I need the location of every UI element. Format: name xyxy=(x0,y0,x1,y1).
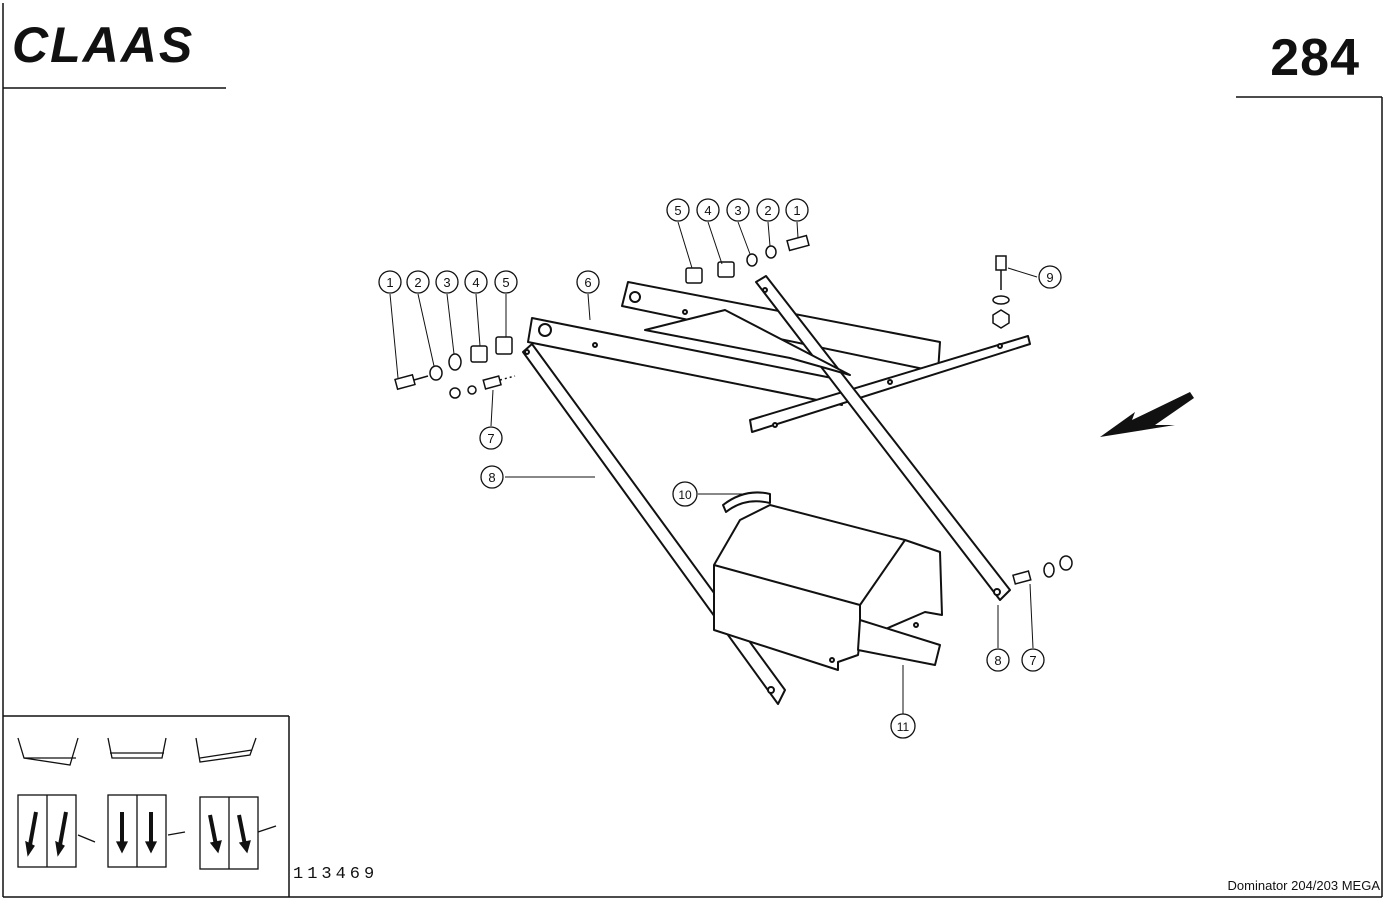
callout-7: 7 xyxy=(479,426,503,450)
callout-9: 9 xyxy=(1038,265,1062,289)
svg-text:8: 8 xyxy=(994,653,1001,668)
svg-text:9: 9 xyxy=(1046,270,1053,285)
svg-text:6: 6 xyxy=(584,275,591,290)
svg-text:2: 2 xyxy=(414,275,421,290)
frame xyxy=(2,3,1383,898)
callout-1: 1 xyxy=(785,198,809,222)
travel-direction-arrow xyxy=(1100,392,1194,437)
svg-text:4: 4 xyxy=(472,275,479,290)
callout-4: 4 xyxy=(464,270,488,294)
svg-text:11: 11 xyxy=(897,720,910,734)
callout-11: 11 xyxy=(890,713,916,739)
cover-hood xyxy=(713,491,943,671)
callout-3: 3 xyxy=(726,198,750,222)
hardware-right xyxy=(992,255,1073,585)
callouts: 1 2 3 4 5 6 7 8 5 4 3 2 1 9 10 8 7 11 xyxy=(378,198,1062,739)
svg-text:1: 1 xyxy=(386,275,393,290)
leader-lines xyxy=(389,221,1038,714)
callout-8: 8 xyxy=(480,465,504,489)
svg-text:5: 5 xyxy=(674,203,681,218)
reference-number: 113469 xyxy=(293,865,379,884)
svg-text:4: 4 xyxy=(704,203,711,218)
variant-icon-1 xyxy=(17,737,96,868)
model-label: Dominator 204/203 MEGA xyxy=(1227,878,1380,893)
variant-legend xyxy=(17,737,277,870)
svg-text:3: 3 xyxy=(734,203,741,218)
svg-text:3: 3 xyxy=(443,275,450,290)
callout-5: 5 xyxy=(666,198,690,222)
svg-text:7: 7 xyxy=(1029,653,1036,668)
hardware-left xyxy=(394,336,516,399)
callout-10: 10 xyxy=(672,481,698,507)
svg-text:10: 10 xyxy=(678,488,692,502)
svg-text:2: 2 xyxy=(764,203,771,218)
callout-1: 1 xyxy=(378,270,402,294)
svg-text:7: 7 xyxy=(487,431,494,446)
callout-3: 3 xyxy=(435,270,459,294)
variant-icon-3 xyxy=(195,737,277,870)
variant-icon-2 xyxy=(107,737,186,868)
svg-text:8: 8 xyxy=(488,470,495,485)
hardware-top xyxy=(685,234,810,284)
callout-5: 5 xyxy=(494,270,518,294)
svg-text:1: 1 xyxy=(793,203,800,218)
callout-2: 2 xyxy=(406,270,430,294)
page-number: 284 xyxy=(1270,29,1360,87)
claas-logo: CLAAS xyxy=(12,18,194,72)
callout-4: 4 xyxy=(696,198,720,222)
brand-text: CLAAS xyxy=(12,18,194,72)
callout-6: 6 xyxy=(576,270,600,294)
callout-7: 7 xyxy=(1021,648,1045,672)
svg-text:5: 5 xyxy=(502,275,509,290)
callout-8: 8 xyxy=(986,648,1010,672)
callout-2: 2 xyxy=(756,198,780,222)
frame-bars xyxy=(522,275,1031,705)
